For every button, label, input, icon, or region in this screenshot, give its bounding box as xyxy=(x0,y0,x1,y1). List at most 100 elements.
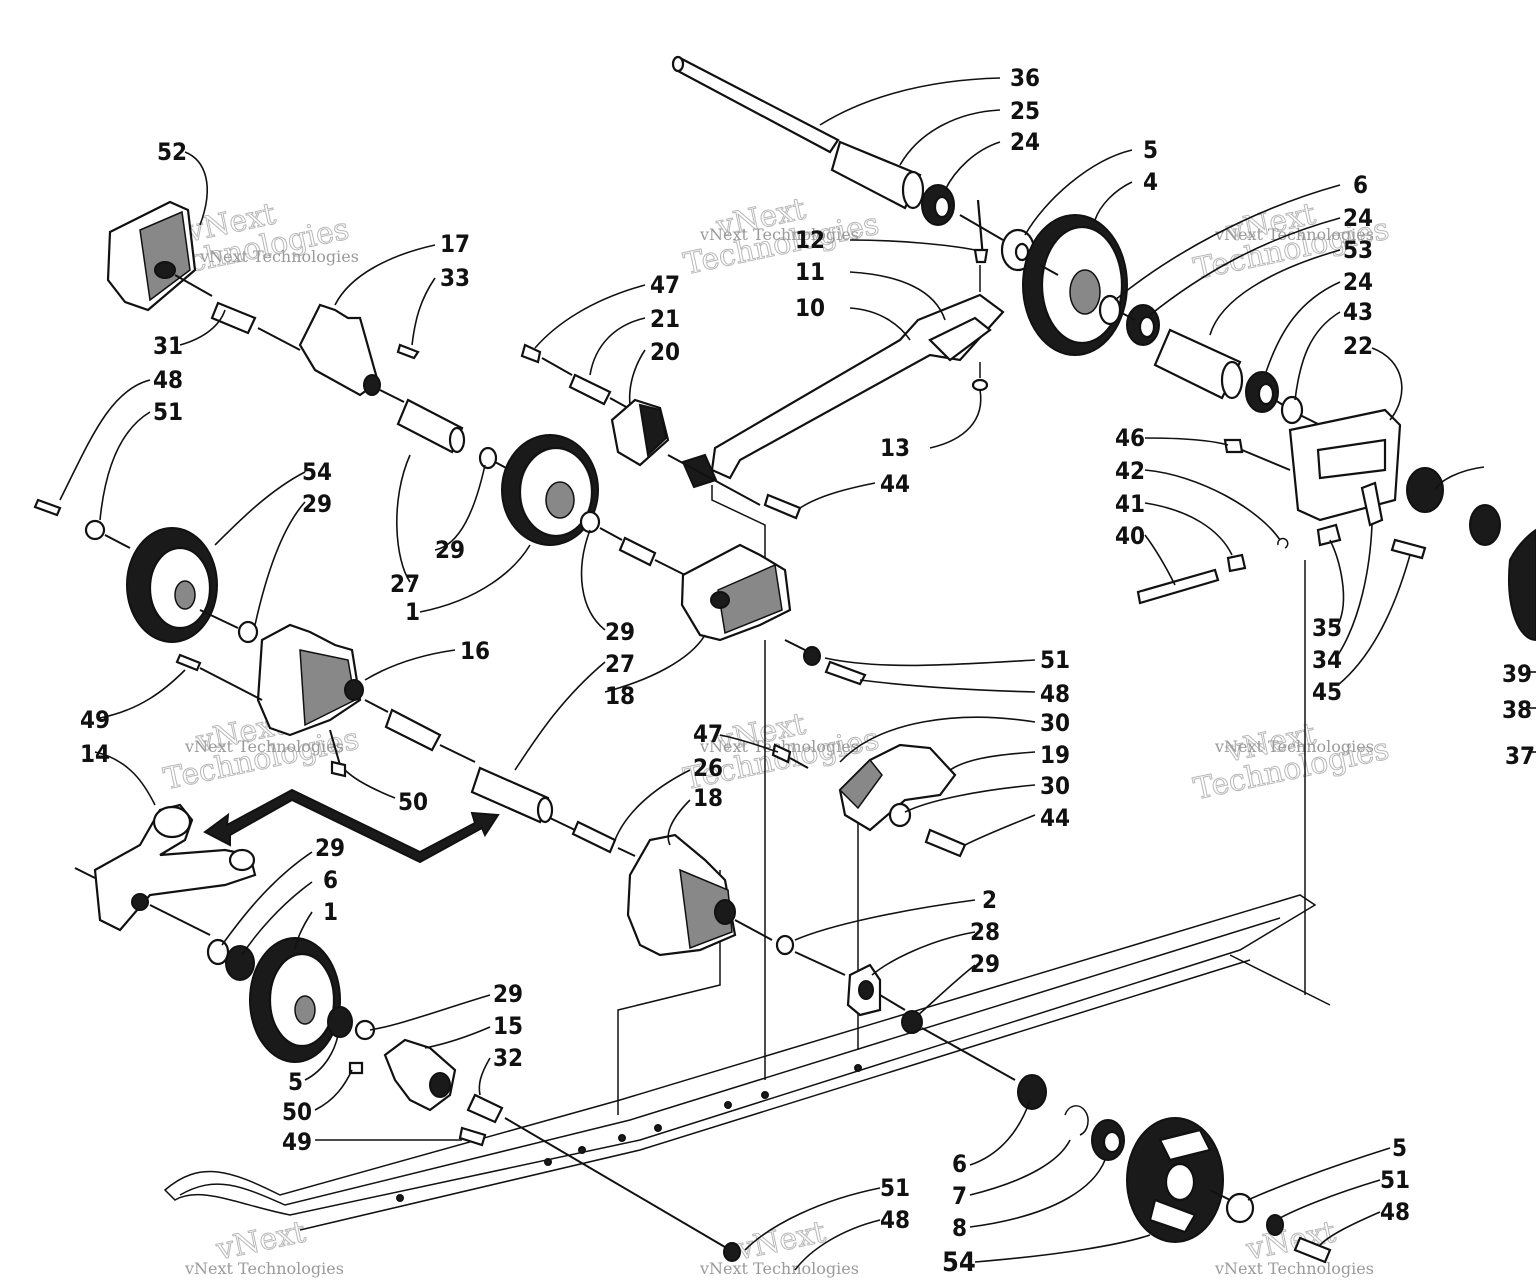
slider-block-group xyxy=(520,343,802,520)
bolt xyxy=(175,653,202,672)
bushing-bore xyxy=(1138,315,1156,339)
callout-29: 29 xyxy=(493,980,523,1008)
clip xyxy=(1360,481,1384,527)
pivot-arm xyxy=(298,303,380,397)
callout-1: 1 xyxy=(405,598,420,626)
direction-arrow-shape xyxy=(203,788,500,864)
bushing-bore xyxy=(933,195,951,219)
washer xyxy=(1266,1214,1284,1236)
callout-50: 50 xyxy=(398,788,428,816)
washer xyxy=(478,446,498,470)
rear-wheel-group xyxy=(1017,1074,1332,1264)
callout-7: 7 xyxy=(952,1182,967,1210)
callout-50: 50 xyxy=(282,1098,312,1126)
spacer-tube xyxy=(470,766,550,824)
rail-hole xyxy=(654,1124,662,1132)
suspension-arm xyxy=(710,293,1005,480)
callout-47: 47 xyxy=(650,271,680,299)
callout-28: 28 xyxy=(970,918,1000,946)
callout-54: 54 xyxy=(302,458,332,486)
callout-27: 27 xyxy=(390,570,420,598)
pin-head xyxy=(973,248,989,264)
callout-51: 51 xyxy=(153,398,183,426)
upper-left-bracket-group xyxy=(106,200,686,576)
pivot-arm-bore xyxy=(363,374,381,396)
adjuster-slot xyxy=(1316,438,1387,480)
spacer xyxy=(210,301,257,335)
callout-12: 12 xyxy=(795,226,825,254)
bracket-boss xyxy=(714,899,736,925)
washer xyxy=(901,1010,923,1034)
callout-15: 15 xyxy=(493,1012,523,1040)
callout-14: 14 xyxy=(80,740,110,768)
callout-40: 40 xyxy=(1115,522,1145,550)
callout-13: 13 xyxy=(880,434,910,462)
idler-wheel-hub xyxy=(1069,269,1101,315)
idler-wheel-hub xyxy=(174,580,196,610)
callout-6: 6 xyxy=(952,1150,967,1178)
callout-4: 4 xyxy=(1143,168,1158,196)
bolt xyxy=(824,660,867,686)
lock-washer xyxy=(1277,537,1289,549)
washer xyxy=(1280,395,1304,425)
bolt xyxy=(1293,1236,1332,1264)
callout-44: 44 xyxy=(880,470,910,498)
callout-24: 24 xyxy=(1343,268,1373,296)
callout-43: 43 xyxy=(1343,298,1373,326)
wheel-edge xyxy=(1508,528,1536,642)
washer xyxy=(723,1242,741,1262)
bushing xyxy=(225,945,255,981)
callout-48: 48 xyxy=(1040,680,1070,708)
callout-36: 36 xyxy=(1010,64,1040,92)
watermark-caption: vNext Technologies xyxy=(1214,1259,1374,1278)
watermark-caption: vNext Technologies xyxy=(1214,225,1374,244)
callout-49: 49 xyxy=(282,1128,312,1156)
callout-19: 19 xyxy=(1040,741,1070,769)
callout-46: 46 xyxy=(1115,424,1145,452)
watermark-caption: vNext Technologies xyxy=(184,737,344,756)
idler-wheel-hub xyxy=(545,481,575,519)
nut xyxy=(348,1061,364,1075)
callout-51: 51 xyxy=(880,1174,910,1202)
nut xyxy=(771,743,792,764)
callout-29: 29 xyxy=(970,950,1000,978)
callout-29: 29 xyxy=(302,490,332,518)
bearing-bore xyxy=(1102,1130,1122,1154)
callout-6: 6 xyxy=(1353,171,1368,199)
rail-hole xyxy=(618,1134,626,1142)
swing-arm-eye xyxy=(228,848,256,872)
washer xyxy=(775,934,795,956)
callout-25: 25 xyxy=(1010,97,1040,125)
callout-49: 49 xyxy=(80,706,110,734)
nut xyxy=(1223,438,1244,454)
pivot-block-bore xyxy=(429,1072,451,1098)
callout-5: 5 xyxy=(1392,1134,1407,1162)
rear-axle-assembly xyxy=(671,55,1321,426)
washer xyxy=(803,646,821,666)
callout-5: 5 xyxy=(288,1068,303,1096)
bushing xyxy=(1017,1074,1047,1110)
callout-22: 22 xyxy=(1343,332,1373,360)
slide-rail xyxy=(163,560,1331,1231)
idler-wheel-hub xyxy=(294,995,316,1025)
callout-38: 38 xyxy=(1502,696,1532,724)
callout-39: 39 xyxy=(1502,660,1532,688)
callout-18: 18 xyxy=(605,682,635,710)
lock-washer xyxy=(971,378,989,392)
bracket-boss xyxy=(344,679,364,701)
axle-shaft xyxy=(674,56,840,154)
mount-bracket-face xyxy=(717,563,783,635)
grease-fitting xyxy=(396,343,420,360)
right-bracket-group xyxy=(1136,408,1536,642)
swing-arm-eye xyxy=(152,805,192,839)
callout-10: 10 xyxy=(795,294,825,322)
callout-26: 26 xyxy=(693,754,723,782)
axle-shaft-end xyxy=(671,55,685,73)
callout-2: 2 xyxy=(982,886,997,914)
callout-18: 18 xyxy=(693,784,723,812)
spacer xyxy=(384,708,442,752)
callout-29: 29 xyxy=(605,618,635,646)
bolt xyxy=(924,828,967,858)
callout-8: 8 xyxy=(952,1214,967,1242)
